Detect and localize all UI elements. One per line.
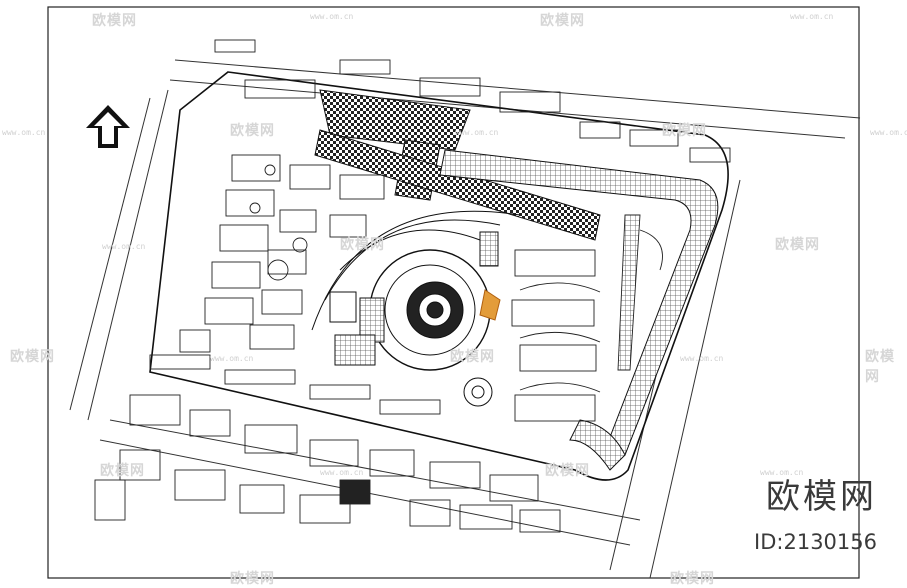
watermark-url: www.om.cn <box>2 128 46 137</box>
watermark-url: www.om.cn <box>870 128 907 137</box>
north-arrow-icon <box>86 105 130 148</box>
north-strip-buildings <box>214 39 731 163</box>
paved-plaza <box>314 89 719 471</box>
watermark-logo: 欧模网 <box>662 123 707 139</box>
watermark-logo: 欧模网 <box>775 237 820 253</box>
residential-blocks-east <box>511 214 663 422</box>
watermark-url: www.om.cn <box>320 468 364 477</box>
watermark-url: www.om.cn <box>310 12 354 21</box>
brand-name: 欧模网 <box>766 477 877 517</box>
watermark-logo: 欧模网 <box>865 349 895 385</box>
watermark-logo: 欧模网 <box>100 463 145 479</box>
watermark-logo: 欧模网 <box>10 349 55 365</box>
watermark-logo: 欧模网 <box>230 571 275 587</box>
residential-blocks-west <box>179 154 385 353</box>
watermark-logo: 欧模网 <box>540 13 585 29</box>
watermark-url: www.om.cn <box>210 354 254 363</box>
brand-id-label: ID:2130156 <box>754 530 877 554</box>
watermark-url: www.om.cn <box>760 468 804 477</box>
watermark-logo: 欧模网 <box>670 571 715 587</box>
watermark-url: www.om.cn <box>680 354 724 363</box>
watermark-url: www.om.cn <box>455 128 499 137</box>
watermark-logo: 欧模网 <box>92 13 137 29</box>
south-strip-buildings <box>94 354 561 533</box>
roads <box>69 59 861 579</box>
watermark-logo: 欧模网 <box>340 237 385 253</box>
watermark-logo: 欧模网 <box>450 349 495 365</box>
watermark-logo: 欧模网 <box>230 123 275 139</box>
central-rotunda <box>311 210 521 407</box>
watermark-url: www.om.cn <box>102 242 146 251</box>
drawing-border <box>47 6 860 579</box>
watermark-logo: 欧模网 <box>545 463 590 479</box>
site-boundary <box>149 71 729 481</box>
watermark-url: www.om.cn <box>790 12 834 21</box>
